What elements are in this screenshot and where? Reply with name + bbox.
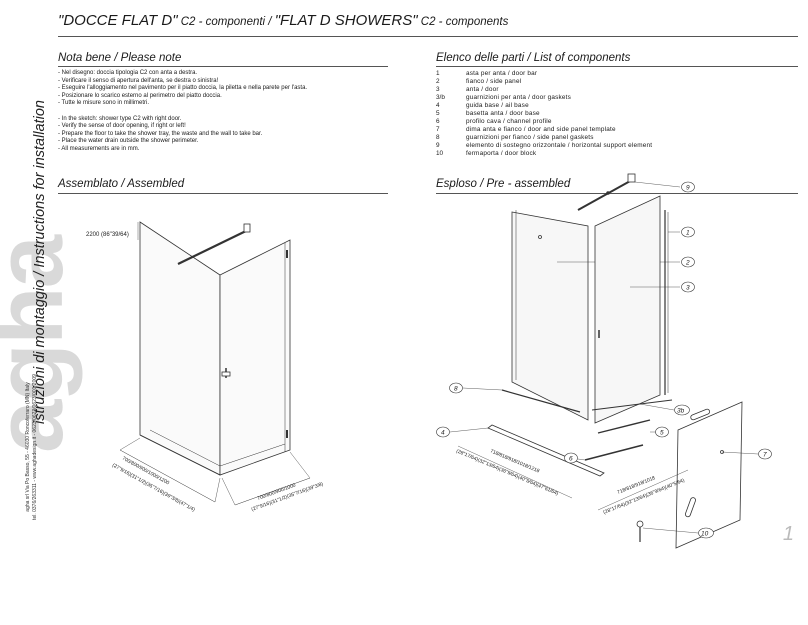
- exploded-callouts: 9 1 2 3 8 3b 4: [436, 181, 772, 539]
- callout-8-label: 8: [454, 386, 458, 393]
- part-number: 3/b: [436, 94, 445, 101]
- callout-1: 1: [681, 226, 695, 238]
- note-line-it: - Posizionare lo scarico esterno al peri…: [58, 92, 222, 99]
- note-line-en: - In the sketch: shower type C2 with rig…: [58, 115, 182, 122]
- note-line-it: - Verificare il senso di apertura dell'a…: [58, 77, 219, 84]
- notes-rule: [58, 66, 388, 67]
- assembled-rule: [58, 193, 388, 194]
- height-dimension: 2200 (86"39/64): [86, 232, 129, 238]
- part-number: 6: [436, 118, 440, 125]
- callout-5: 5: [655, 426, 669, 438]
- part-number: 4: [436, 102, 440, 109]
- callout-3-label: 3: [686, 285, 690, 292]
- assembled-heading: Assemblato / Assembled: [58, 178, 185, 190]
- assembled-shower-drawing: [119, 221, 311, 506]
- part-number: 7: [436, 126, 440, 133]
- callout-4-label: 4: [441, 430, 445, 437]
- parts-heading: Elenco delle parti / List of components: [436, 52, 631, 64]
- title-part: "FLAT D SHOWERS": [274, 12, 418, 29]
- note-line-it: - Nel disegno: doccia tipologia C2 con a…: [58, 70, 198, 76]
- callout-1-label: 1: [686, 230, 690, 237]
- parts-list-item: 8 guarnizioni per fianco / side panel gas…: [436, 134, 776, 142]
- exploded-rule: [436, 193, 798, 194]
- part-number: 8: [436, 134, 440, 141]
- parts-list-item: 10 fermaporta / door block: [436, 150, 776, 158]
- page-number: 1: [782, 523, 794, 545]
- title-part: C2 - components: [417, 16, 509, 28]
- callout-5-label: 5: [660, 430, 664, 437]
- callout-6: 6: [564, 452, 578, 464]
- part-label: basetta anta / door base: [466, 110, 540, 117]
- note-line-it: - Tutte le misure sono in millimetri.: [58, 100, 150, 107]
- part-label: profilo cava / channel profile: [466, 118, 552, 125]
- title-part: C2 - componenti /: [177, 16, 275, 28]
- part-number: 3: [436, 86, 440, 93]
- part-number: 10: [436, 150, 444, 157]
- callout-7-label: 7: [763, 452, 767, 459]
- parts-list-item: 7 dima anta e fianco / door and side pane…: [436, 126, 776, 134]
- part-label: fermaporta / door block: [466, 150, 537, 157]
- exploded-view-drawing: [449, 173, 759, 549]
- callout-7: 7: [758, 448, 772, 460]
- part-number: 1: [436, 70, 440, 77]
- callout-3: 3: [681, 281, 695, 293]
- part-label: anta / door: [466, 86, 499, 93]
- callout-3b-label: 3b: [677, 408, 685, 415]
- parts-rule: [436, 66, 798, 67]
- callout-6-label: 6: [569, 456, 573, 463]
- notes-text: - Nel disegno: doccia tipologia C2 con a…: [58, 70, 388, 154]
- parts-list-item: 2 fianco / side panel: [436, 78, 776, 86]
- parts-list-item: 9 elemento di sostegno orizzontale / hori…: [436, 142, 776, 150]
- parts-list-item: 1 asta per anta / door bar: [436, 70, 776, 78]
- part-label: fianco / side panel: [466, 78, 522, 85]
- callout-2: 2: [681, 256, 695, 268]
- part-label: guarnizioni per fianco / side panel gask…: [466, 134, 594, 141]
- title-rule: [58, 36, 798, 37]
- callout-9: 9: [681, 181, 695, 193]
- parts-list-item: 4 guida base / ail base: [436, 102, 776, 110]
- note-line-en: - All measurements are in mm.: [58, 145, 140, 152]
- part-label: guarnizioni per anta / door gaskets: [466, 94, 572, 101]
- callout-4: 4: [436, 426, 450, 438]
- part-number: 5: [436, 110, 440, 117]
- notes-heading: Nota bene / Please note: [58, 52, 182, 64]
- callout-10: 10: [698, 527, 714, 539]
- note-line-en: - Place the water drain outside the show…: [58, 138, 199, 145]
- part-label: elemento di sostegno orizzontale / horiz…: [466, 142, 653, 149]
- instruction-page: agha istruzioni di montaggio / Instructi…: [0, 12, 798, 549]
- parts-list-item: 6 profilo cava / channel profile: [436, 118, 776, 126]
- callout-2-label: 2: [685, 260, 690, 267]
- note-line-en: - Verify the sense of door opening, if r…: [58, 123, 186, 130]
- technical-drawings: 2200 (86"39/64) 700/800/900/1000/1200 (2…: [86, 173, 772, 549]
- callout-3b: 3b: [674, 404, 690, 416]
- exploded-heading: Esploso / Pre - assembled: [436, 178, 571, 190]
- part-number: 9: [436, 142, 440, 149]
- parts-list: 1 asta per anta / door bar 2 fianco / side…: [436, 70, 776, 158]
- part-label: guida base / ail base: [466, 102, 529, 109]
- note-line-it: - Eseguire l'alloggiamento nel pavimento…: [58, 85, 308, 92]
- callout-10-label: 10: [701, 531, 709, 538]
- parts-list-item: 5 basetta anta / door base: [436, 110, 776, 118]
- page-title: "DOCCE FLAT D" C2 - componenti / "FLAT D…: [58, 12, 658, 29]
- part-label: asta per anta / door bar: [466, 70, 538, 77]
- callout-8: 8: [449, 382, 463, 394]
- parts-list-item: 3 anta / door: [436, 86, 776, 94]
- title-part: "DOCCE FLAT D": [58, 12, 178, 29]
- note-line-en: - Prepare the floor to take the shower t…: [58, 130, 263, 137]
- part-number: 2: [436, 78, 440, 85]
- front-width-dimension-inch: (27"9/16)(31"1/2)(35"7/16)(39"3/8)(47"1/…: [111, 463, 196, 514]
- callout-9-label: 9: [686, 185, 690, 192]
- parts-list-item: 3/b guarnizioni per anta / door gaskets: [436, 94, 776, 102]
- part-label: dima anta e fianco / door and side panel…: [466, 126, 616, 133]
